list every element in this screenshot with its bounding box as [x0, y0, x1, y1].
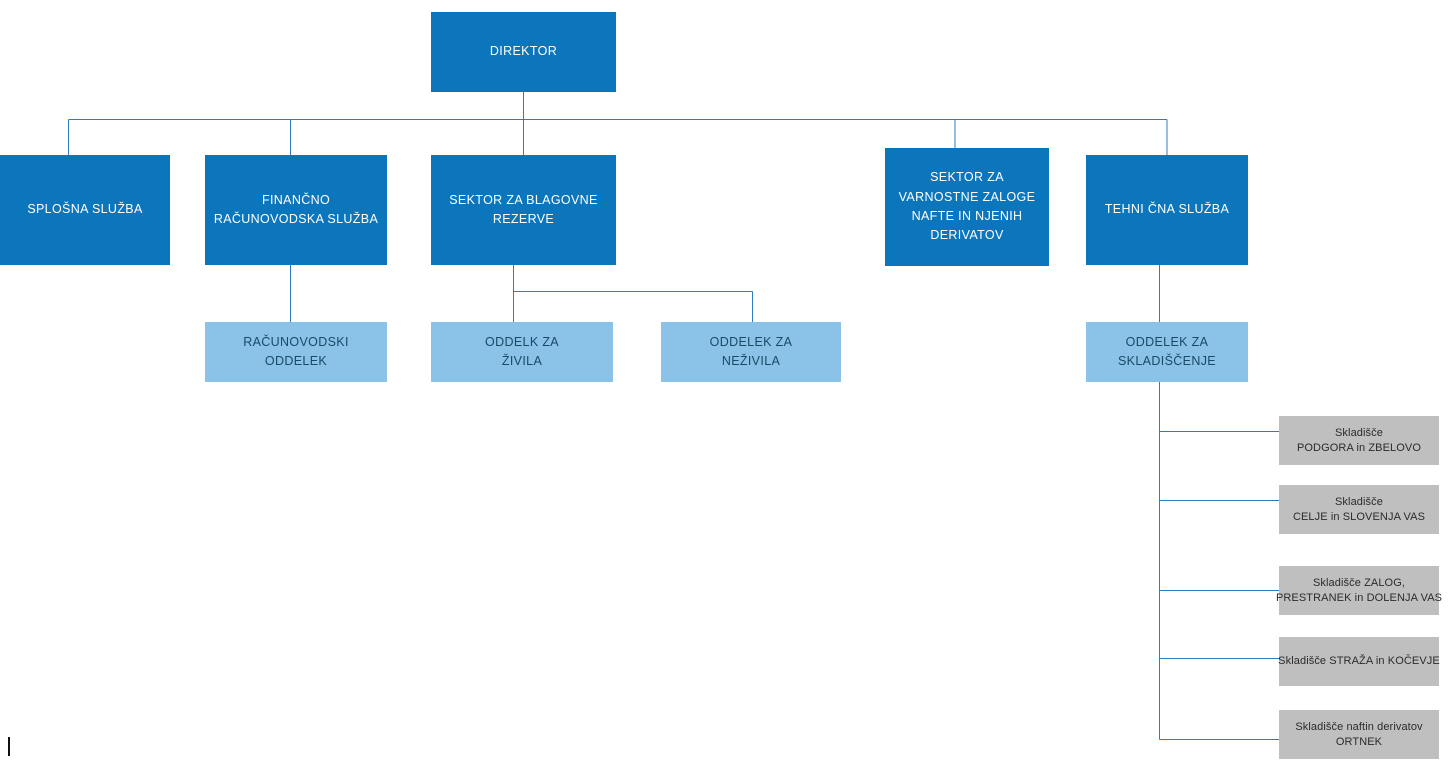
node-racunovodski-oddelek-line2: ODDELEK: [264, 354, 328, 368]
node-skladisce-straza-kocevje[interactable]: Skladišče STRAŽA in KOČEVJE: [1278, 637, 1440, 686]
node-skladisce-zalog-prestranek-dolenja-vas-line2: PRESTRANEK in DOLENJA VAS: [1275, 591, 1443, 604]
node-tehnicna-sluzba-line1: TEHNI ČNA SLUŽBA: [1104, 202, 1230, 217]
node-tehnicna-sluzba[interactable]: TEHNI ČNA SLUŽBA: [1086, 155, 1248, 265]
node-sektor-za-varnostne-zaloge[interactable]: SEKTOR ZA VARNOSTNE ZALOGE NAFTE IN NJEN…: [885, 148, 1049, 266]
node-direktor[interactable]: DIREKTOR: [431, 12, 616, 92]
node-skladisce-podgora-zbelovo-line1: Skladišče: [1335, 426, 1383, 439]
node-racunovodski-oddelek-line1: RAČUNOVODSKI: [243, 334, 349, 349]
node-oddelek-za-zivila-line1: ODDELK ZA: [485, 334, 559, 349]
node-financno-racunovodska-sluzba[interactable]: FINANČNO RAČUNOVODSKA SLUŽBA: [205, 155, 387, 265]
node-oddelek-za-skladiscenje-line2: SKLADIŠČENJE: [1118, 354, 1216, 368]
node-racunovodski-oddelek[interactable]: RAČUNOVODSKI ODDELEK: [205, 322, 387, 382]
node-oddelek-za-nezivila-line1: ODDELEK ZA: [709, 334, 793, 349]
node-skladisce-podgora-zbelovo-line2: PODGORA in ZBELOVO: [1296, 441, 1422, 454]
node-splosna-sluzba[interactable]: SPLOŠNA SLUŽBA: [0, 155, 170, 265]
node-sektor-za-blagovne-rezerve-line1: SEKTOR ZA BLAGOVNE: [449, 192, 598, 207]
node-sektor-za-varnostne-zaloge-line4: DERIVATOV: [930, 228, 1004, 243]
node-skladisce-celje-slovenja-vas-line2: CELJE in SLOVENJA VAS: [1292, 510, 1426, 523]
node-skladisce-naftin-derivatov-ortnek-line1: Skladišče naftin derivatov: [1295, 720, 1423, 733]
node-sektor-za-varnostne-zaloge-line1: SEKTOR ZA: [930, 170, 1004, 185]
node-skladisce-straza-kocevje-line1: Skladišče STRAŽA in KOČEVJE: [1278, 655, 1440, 668]
node-oddelek-za-zivila[interactable]: ODDELK ZA ŽIVILA: [431, 322, 613, 382]
node-skladisce-celje-slovenja-vas-line1: Skladišče: [1335, 495, 1383, 508]
node-financno-racunovodska-sluzba-line1: FINANČNO: [261, 192, 331, 207]
node-oddelek-za-skladiscenje-line1: ODDELEK ZA: [1125, 334, 1209, 349]
node-oddelek-za-nezivila-line2: NEŽIVILA: [721, 354, 781, 368]
node-oddelek-za-skladiscenje[interactable]: ODDELEK ZA SKLADIŠČENJE: [1086, 322, 1248, 382]
node-financno-racunovodska-sluzba-line2: RAČUNOVODSKA SLUŽBA: [213, 212, 379, 226]
node-skladisce-podgora-zbelovo[interactable]: Skladišče PODGORA in ZBELOVO: [1279, 416, 1439, 465]
node-oddelek-za-nezivila[interactable]: ODDELEK ZA NEŽIVILA: [661, 322, 841, 382]
node-splosna-sluzba-line1: SPLOŠNA SLUŽBA: [27, 202, 143, 217]
node-sektor-za-varnostne-zaloge-line3: NAFTE IN NJENIH: [911, 209, 1023, 223]
node-skladisce-naftin-derivatov-ortnek-line2: ORTNEK: [1335, 735, 1383, 748]
node-skladisce-naftin-derivatov-ortnek[interactable]: Skladišče naftin derivatov ORTNEK: [1279, 710, 1439, 759]
node-sektor-za-blagovne-rezerve-line2: REZERVE: [492, 212, 555, 226]
node-sektor-za-blagovne-rezerve[interactable]: SEKTOR ZA BLAGOVNE REZERVE: [431, 155, 616, 265]
node-oddelek-za-zivila-line2: ŽIVILA: [501, 354, 543, 368]
node-sektor-za-varnostne-zaloge-line2: VARNOSTNE ZALOGE: [898, 189, 1036, 204]
node-direktor-line1: DIREKTOR: [489, 44, 558, 59]
node-skladisce-zalog-prestranek-dolenja-vas[interactable]: Skladišče ZALOG, PRESTRANEK in DOLENJA V…: [1275, 566, 1443, 615]
node-skladisce-zalog-prestranek-dolenja-vas-line1: Skladišče ZALOG,: [1312, 576, 1406, 589]
node-skladisce-celje-slovenja-vas[interactable]: Skladišče CELJE in SLOVENJA VAS: [1279, 485, 1439, 534]
text-cursor-caret: [8, 737, 10, 756]
